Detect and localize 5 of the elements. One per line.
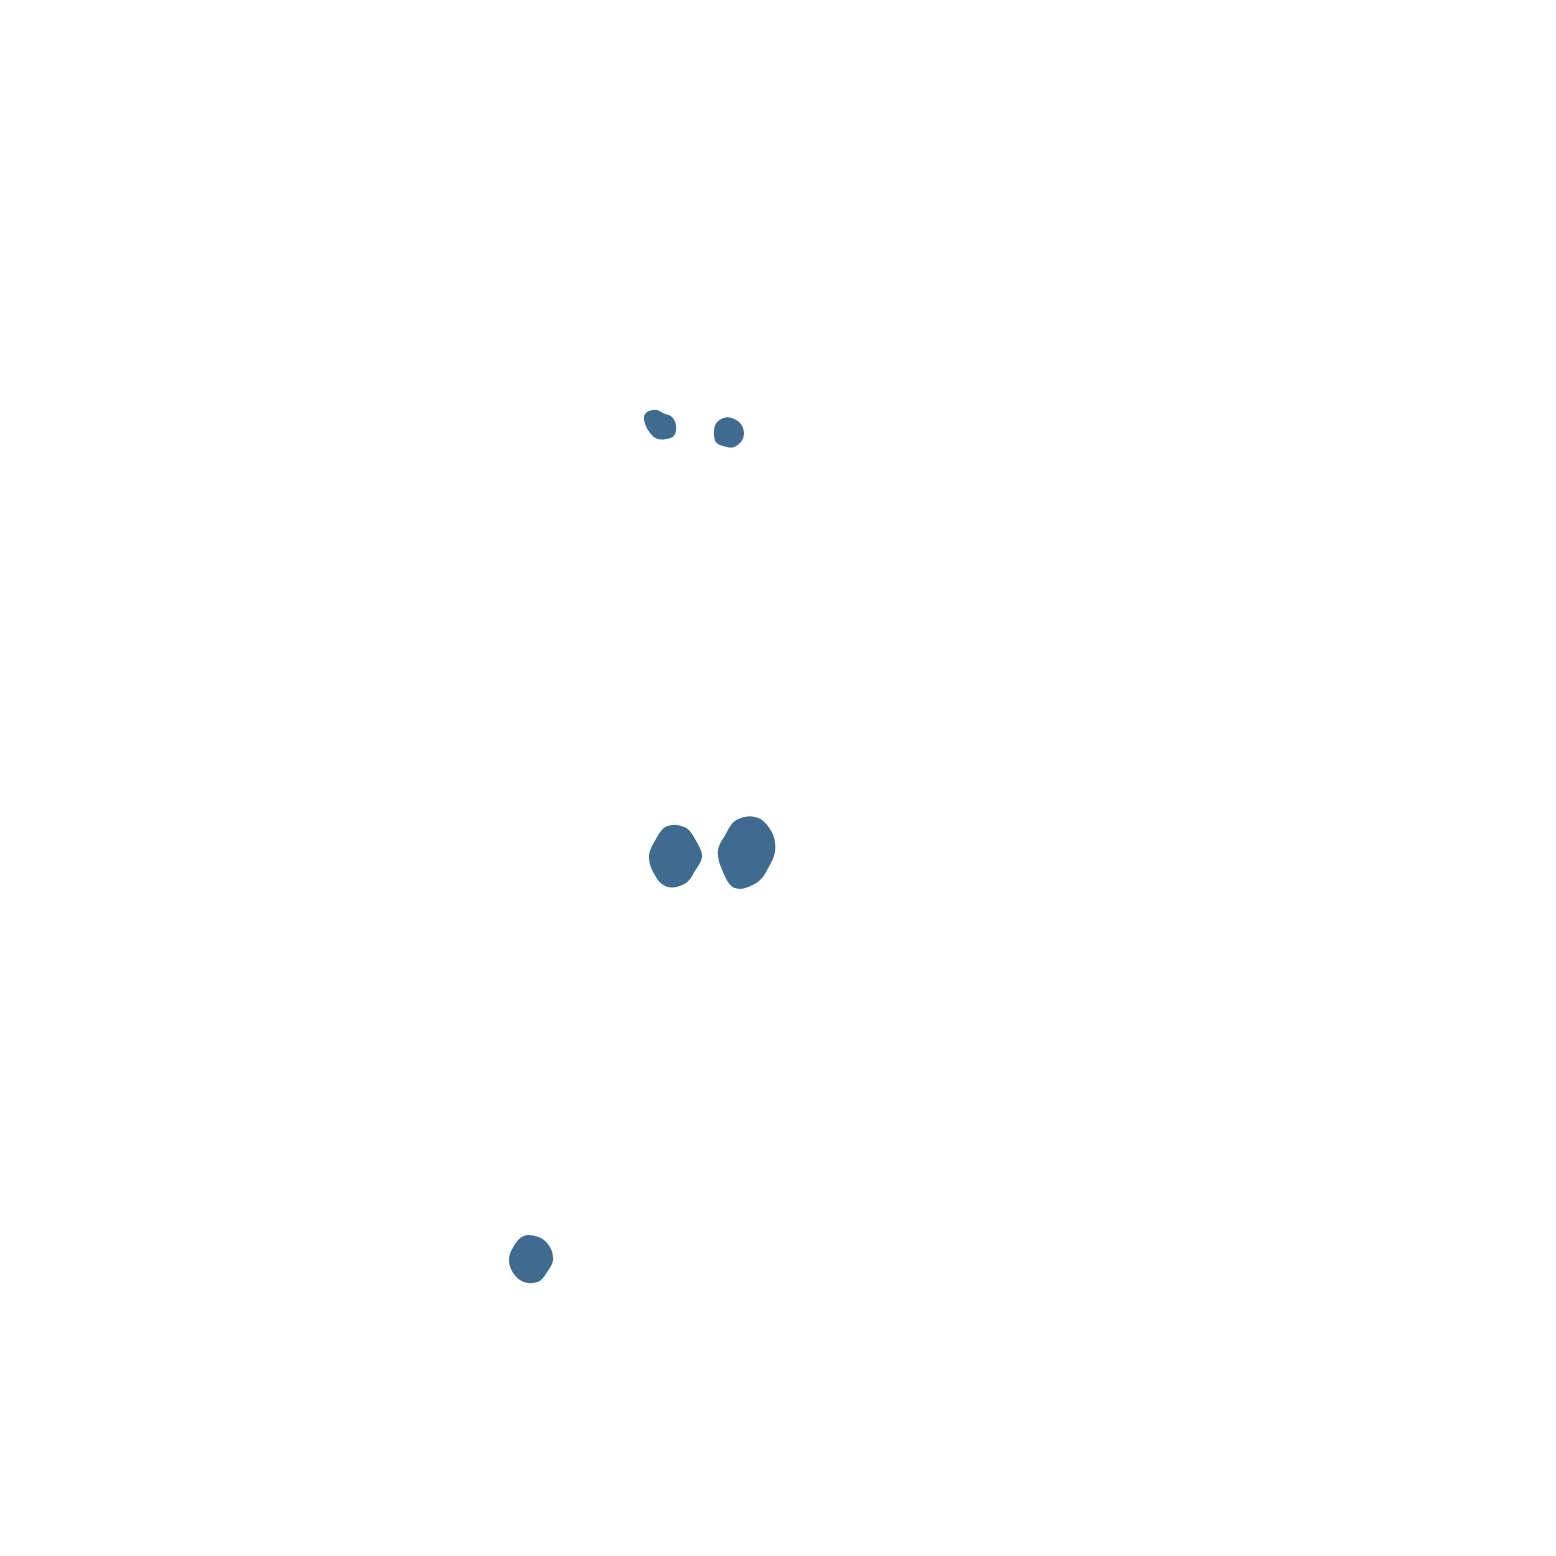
blob (508, 1235, 554, 1284)
blob (648, 824, 703, 888)
blob (717, 816, 776, 889)
blob (643, 409, 677, 440)
blob (713, 417, 745, 448)
